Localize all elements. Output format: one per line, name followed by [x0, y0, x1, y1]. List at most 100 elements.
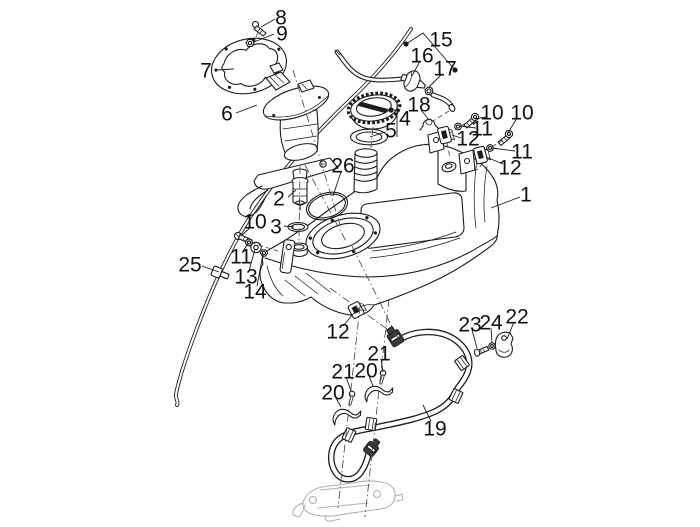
leader-line-12	[451, 134, 462, 139]
leader-line-14	[256, 253, 264, 287]
callout-label-10: 10	[510, 102, 533, 125]
callout-label-11: 11	[230, 246, 252, 269]
leader-line-19	[422, 404, 432, 422]
callout-label-22: 22	[505, 306, 528, 329]
hose-clamp-18	[419, 118, 439, 131]
callout-label-12: 12	[498, 157, 521, 180]
callout-label-13: 13	[234, 266, 257, 289]
callout-label-21: 21	[367, 343, 390, 366]
leader-line-12	[342, 312, 355, 327]
callout-label-5: 5	[385, 120, 397, 143]
mount-bracket-12d	[347, 301, 367, 319]
filter-nut	[424, 86, 434, 96]
ghost-frame-bracket	[292, 480, 404, 522]
cap-gasket	[349, 128, 389, 146]
mount-bracket-12c	[473, 145, 491, 165]
vent-tube	[173, 27, 413, 407]
flange-screw	[251, 20, 267, 37]
leader-line-21	[345, 376, 352, 392]
callout-label-9: 9	[276, 23, 288, 46]
tube-clip	[210, 265, 230, 280]
leader-line-10	[241, 226, 252, 236]
callout-label-3: 3	[270, 216, 282, 239]
bracket-dot-4	[388, 107, 394, 113]
hose-connector-bottom	[362, 438, 381, 458]
callout-label-19: 19	[423, 418, 446, 441]
leader-line-5	[369, 131, 386, 138]
leader-line-8	[260, 18, 276, 28]
leader-line-11	[242, 243, 249, 252]
fuel-hose-upper	[334, 49, 404, 83]
leader-line-21	[380, 358, 384, 373]
screw-10c	[497, 129, 514, 147]
pump-o-ring	[305, 191, 349, 221]
callout-label-8: 8	[275, 7, 287, 30]
clamp-screw-21a	[379, 369, 387, 385]
hose-sleeve	[448, 388, 464, 404]
hose-connector-top	[386, 326, 405, 348]
callout-label-1: 1	[520, 184, 532, 207]
bracket-line-15	[405, 32, 456, 71]
nut-left	[259, 249, 269, 257]
hose-clamp-20a	[364, 385, 394, 403]
bracket-dot-15	[403, 41, 409, 47]
bracket-dot-15	[452, 67, 458, 73]
leader-line-24	[490, 327, 493, 344]
alignment-lines	[242, 31, 504, 518]
callout-label-4: 4	[399, 108, 411, 131]
leader-line-10	[507, 117, 518, 134]
leader-line-26	[332, 171, 342, 197]
leader-line-17	[428, 73, 443, 88]
leader-line-16	[411, 60, 421, 77]
callout-label-11: 11	[511, 141, 533, 164]
filler-neck	[353, 148, 378, 194]
leader-line-6	[235, 104, 258, 114]
hose-elbow	[430, 92, 456, 112]
callout-label-2: 2	[273, 188, 285, 211]
clamp-screw-21b	[348, 390, 356, 406]
callout-label-21: 21	[331, 361, 354, 384]
hose-sleeve	[364, 416, 378, 432]
callout-label-7: 7	[200, 60, 212, 83]
callout-label-6: 6	[221, 103, 233, 126]
fuel-hose-lower	[327, 326, 473, 483]
washer-24	[488, 342, 496, 350]
callout-label-10: 10	[480, 102, 503, 125]
tank-strap-tab	[279, 239, 296, 274]
callout-label-15: 15	[429, 29, 452, 52]
callout-label-25: 25	[178, 254, 201, 277]
callout-label-12: 12	[456, 128, 479, 151]
callout-label-12: 12	[326, 321, 349, 344]
leader-line-3	[283, 225, 295, 228]
hose-clamp-20b	[332, 408, 362, 426]
flange-nut	[245, 38, 255, 48]
leader-line-1	[490, 196, 521, 209]
leader-line-20	[368, 375, 374, 387]
callout-label-20: 20	[321, 382, 344, 405]
leader-line-20	[335, 397, 342, 408]
leader-line-13	[248, 248, 256, 272]
leader-line-9	[253, 33, 275, 43]
leader-line-7	[214, 68, 235, 71]
leader-line-11	[491, 147, 516, 152]
callout-label-18: 18	[407, 94, 430, 117]
callout-label-10: 10	[243, 211, 266, 234]
leader-line-12	[485, 156, 504, 165]
callout-label-23: 23	[458, 314, 481, 337]
callout-label-24: 24	[479, 312, 503, 335]
bracket-screw-23	[473, 345, 490, 357]
callout-label-16: 16	[410, 45, 433, 68]
fuel-valve	[291, 168, 309, 211]
hose-sleeve	[454, 355, 470, 371]
leader-line-10	[474, 116, 487, 120]
leader-line-2	[287, 189, 297, 198]
fuel-tank-drawing	[259, 130, 500, 316]
callout-label-11: 11	[471, 118, 493, 141]
callout-label-26: 26	[331, 155, 354, 178]
leader-line-25	[201, 265, 220, 273]
fuel-filter	[400, 70, 426, 92]
callout-label-20: 20	[354, 360, 377, 383]
